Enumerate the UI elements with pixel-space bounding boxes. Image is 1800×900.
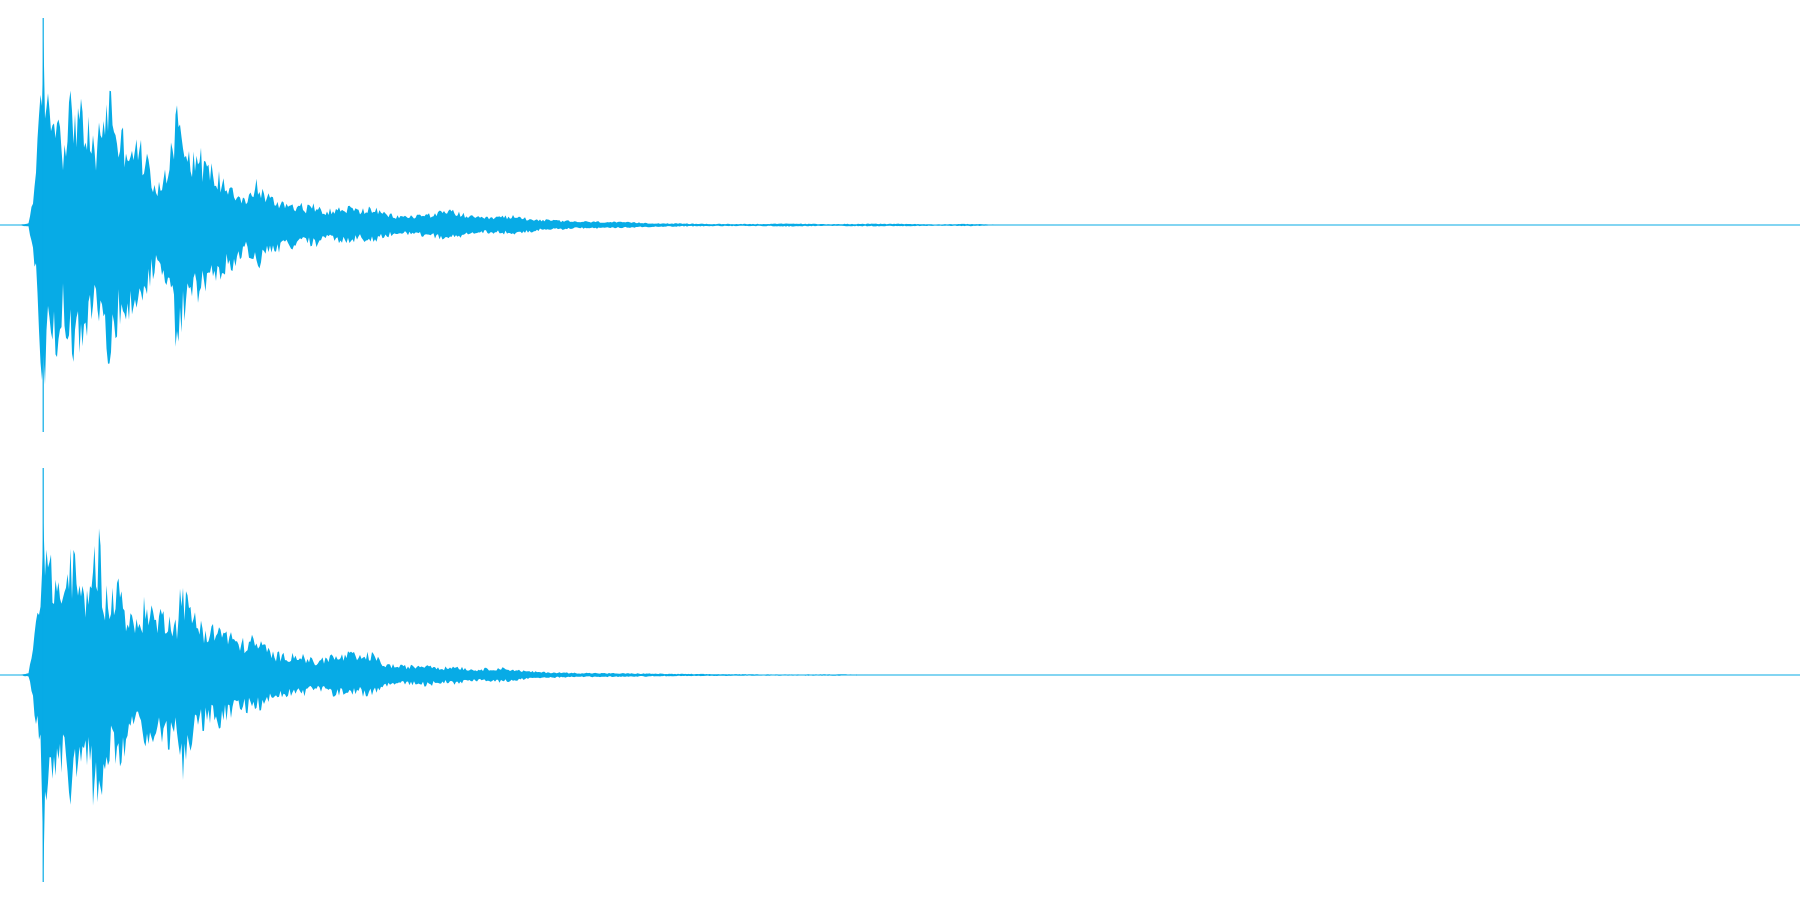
channel-2-waveform [0, 468, 1800, 882]
channel-1-waveform [0, 18, 1800, 432]
